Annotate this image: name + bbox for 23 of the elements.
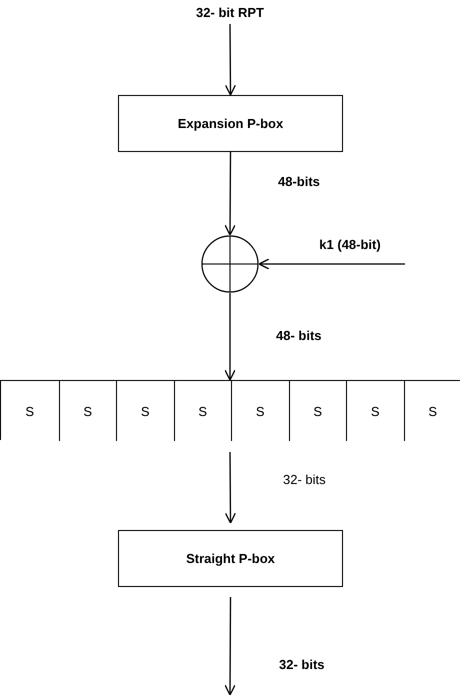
s-box: S [404,381,460,441]
arrow [224,293,236,381]
process-box: Expansion P-box [118,95,343,152]
arrow [258,258,405,270]
s-box: S [346,381,404,441]
key-label: k1 (48-bit) [305,234,395,254]
arrow [224,24,236,96]
s-box: S [174,381,231,441]
xor-symbol [201,235,259,293]
edge-label: 48- bits [276,328,322,343]
arrow [224,152,236,236]
s-box: S [231,381,288,441]
arrow [224,597,236,696]
arrow [224,452,236,524]
process-box: Straight P-box [118,530,343,587]
edge-label: 32- bits [283,472,326,487]
input-label: 32- bit RPT [180,2,280,22]
s-box: S [58,381,116,441]
edge-label: 32- bits [279,657,325,672]
s-box-row [0,380,460,440]
s-box: S [288,381,346,441]
edge-label: 48-bits [278,174,320,189]
s-box: S [116,381,174,441]
